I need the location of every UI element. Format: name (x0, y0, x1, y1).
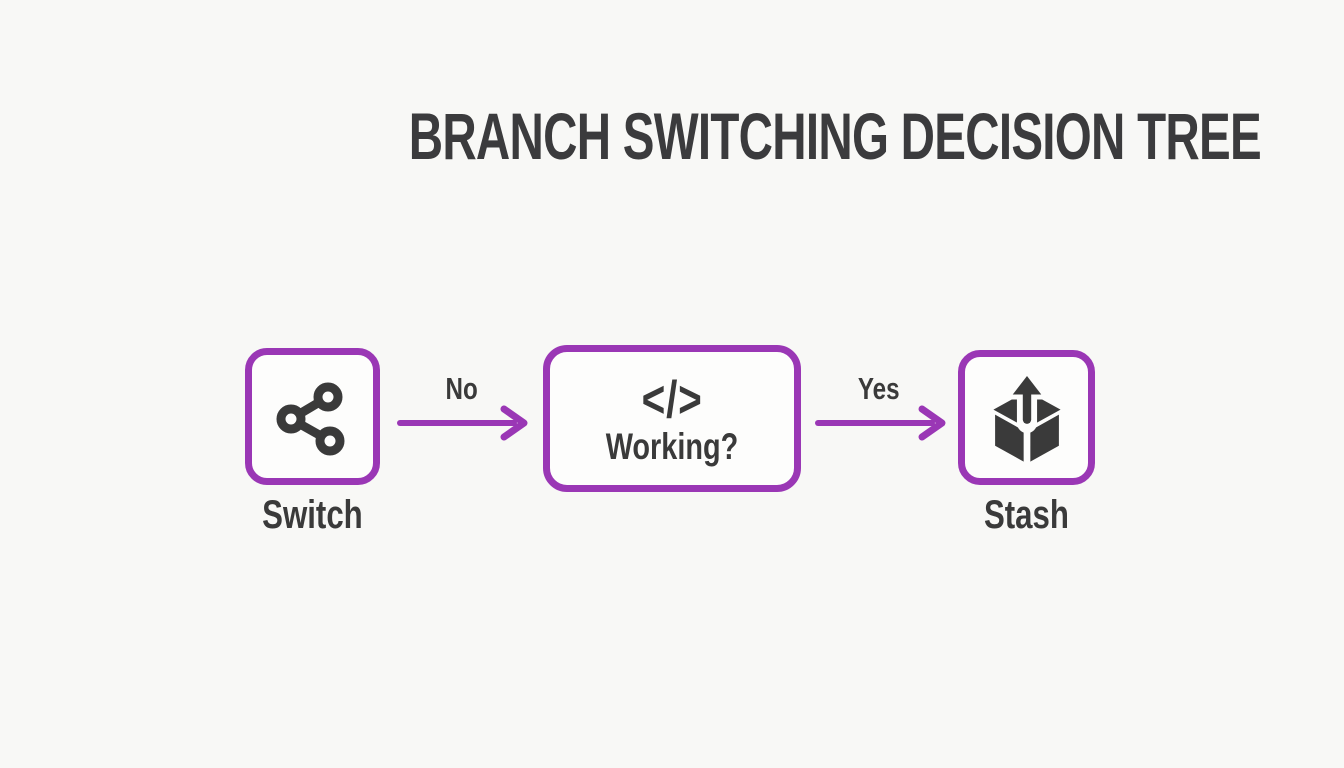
edge-yes-label: Yes (858, 371, 900, 406)
page-title: BRANCH SWITCHING DECISION TREE (243, 103, 1262, 169)
page-title-text: BRANCH SWITCHING DECISION TREE (408, 99, 1262, 173)
git-branch-icon (276, 382, 345, 456)
code-icon: </> (641, 370, 703, 429)
node-working: </> Working? (543, 345, 801, 492)
arrow-yes (815, 405, 946, 441)
node-stash (958, 350, 1095, 485)
arrow-no (397, 405, 528, 441)
node-working-text: Working? (605, 425, 739, 467)
node-switch-label: Switch (262, 493, 363, 537)
stash-box-icon (992, 370, 1061, 462)
node-switch (245, 348, 380, 485)
node-stash-label: Stash (984, 493, 1069, 537)
edge-no-label: No (445, 371, 479, 406)
